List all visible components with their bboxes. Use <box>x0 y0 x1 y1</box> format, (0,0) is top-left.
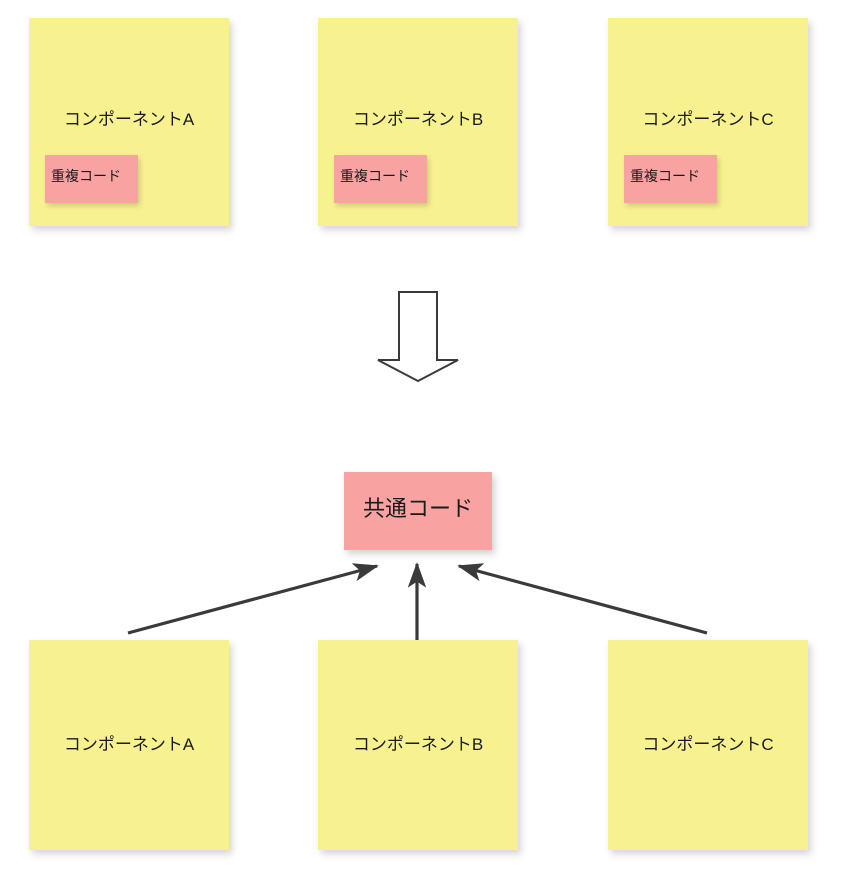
arrow-from-component-c <box>457 563 708 635</box>
after-note-component-b[interactable]: コンポーネントB <box>318 640 518 850</box>
before-note-component-b[interactable]: コンポーネントB 重複コード <box>318 18 518 226</box>
downward-block-arrow <box>377 291 459 383</box>
after-note-c-label: コンポーネントC <box>642 735 774 754</box>
before-note-component-c[interactable]: コンポーネントC 重複コード <box>608 18 808 226</box>
duplicate-code-b-label: 重複コード <box>340 168 410 184</box>
after-note-component-a[interactable]: コンポーネントA <box>29 640 229 850</box>
common-code-box[interactable]: 共通コード <box>344 472 492 550</box>
duplicate-code-box-b[interactable]: 重複コード <box>334 155 427 203</box>
before-note-component-a[interactable]: コンポーネントA 重複コード <box>29 18 229 226</box>
duplicate-code-box-a[interactable]: 重複コード <box>45 155 138 203</box>
before-note-c-label: コンポーネントC <box>642 110 774 129</box>
common-code-label: 共通コード <box>362 496 473 521</box>
duplicate-code-a-label: 重複コード <box>51 168 121 184</box>
before-note-b-label: コンポーネントB <box>352 110 484 129</box>
after-note-component-c[interactable]: コンポーネントC <box>608 640 808 850</box>
duplicate-code-c-label: 重複コード <box>630 168 700 184</box>
before-note-a-label: コンポーネントA <box>63 110 195 129</box>
after-note-a-label: コンポーネントA <box>63 735 195 754</box>
after-note-b-label: コンポーネントB <box>352 735 484 754</box>
arrow-from-component-a <box>127 563 379 635</box>
duplicate-code-box-c[interactable]: 重複コード <box>624 155 717 203</box>
